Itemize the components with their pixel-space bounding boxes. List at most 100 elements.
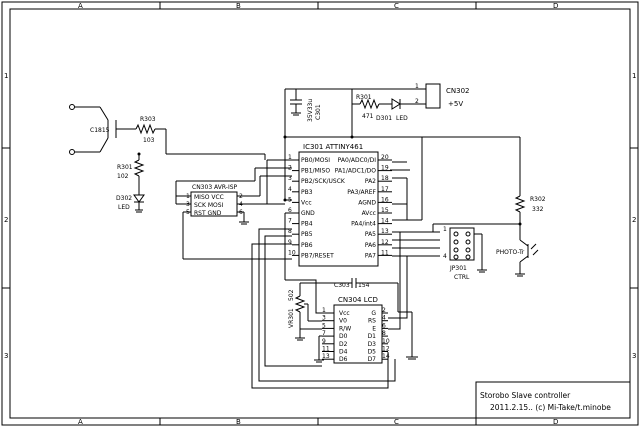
col-label: C	[394, 2, 399, 10]
vr301-ref: VR301	[288, 308, 295, 328]
ic301-right-pin-number: 15	[381, 207, 389, 214]
cn304-left-pin-number: 13	[322, 353, 330, 360]
ic301-left-pin-name: PB3	[301, 189, 313, 196]
col-label: D	[553, 2, 558, 10]
ic301-right-pin-name: AVcc	[362, 210, 376, 217]
phototransistor: PHOTO-Tr	[496, 239, 539, 277]
col-label: B	[236, 418, 241, 426]
c303-value: 154	[358, 282, 370, 289]
r301-left-ref: R301	[117, 164, 133, 171]
ic301-right-pin-name: PA4/int4	[351, 221, 376, 228]
col-label: D	[553, 418, 558, 426]
resistor-r301-top: R301 471	[351, 89, 392, 137]
title-block: Storobo Slave controller 2011.2.15.. (c)…	[475, 381, 631, 419]
ic301-right-pin-number: 11	[381, 249, 389, 256]
cn304-right-pin-name: D5	[368, 349, 377, 356]
d302-type: LED	[118, 204, 130, 211]
row-label: 1	[632, 72, 636, 80]
row-label: 2	[4, 216, 8, 224]
ic301-right-pin-number: 18	[381, 175, 389, 182]
ic301-left-pin-number: 5	[288, 196, 292, 203]
ic301-right-pin-name: PA5	[365, 231, 376, 238]
ic301-left-pin-number: 7	[288, 218, 292, 225]
cn304-left-pin-number: 11	[322, 346, 330, 353]
ic301-right-pin-number: 13	[381, 228, 389, 235]
jp301-sub: CTRL	[454, 274, 470, 281]
ic301-right-pin-name: PA7	[365, 252, 376, 259]
ic301-right-pin-number: 14	[381, 218, 389, 225]
vr301-potentiometer: 502 VR301	[288, 283, 309, 341]
ic301-right-pin-number: 20	[381, 154, 389, 161]
cn302-pin: 2	[415, 98, 419, 105]
cn304-left-pin-name: D4	[339, 349, 348, 356]
capacitor-c301: 35V33u C301	[290, 89, 322, 122]
c301-value: 35V33u	[307, 99, 314, 122]
cn304-left-pin-number: 5	[322, 322, 326, 329]
ic301-right-pin-name: PA0/ADC0/DI	[338, 157, 377, 164]
cn304-left-pin-number: 3	[322, 315, 326, 322]
ic301-left-pin-name: PB7/RESET	[301, 252, 334, 259]
row-label: 3	[632, 352, 636, 360]
title-text: Storobo Slave controller	[480, 391, 571, 400]
connector-cn303: CN303 AVR-ISP MISO VCC SCK MOSI RST GND …	[176, 184, 267, 225]
isp-wiring	[175, 154, 292, 260]
ic301-right-pin-name: PA6	[365, 242, 376, 249]
cn304-left-pin-name: V0	[339, 318, 347, 325]
subtitle-text: 2011.2.15.. (c) Mi-Take/t.minobe	[490, 403, 611, 412]
cn304-right-pin-number: 12	[382, 346, 390, 353]
ic301-right-pin-number: 16	[381, 196, 389, 203]
cn304-right-pin-name: RS	[368, 318, 376, 325]
cn304-left-pin-name: D0	[339, 333, 348, 340]
ic301-left-pin-number: 8	[288, 228, 292, 235]
col-label: B	[236, 2, 241, 10]
ic301-right-pin-number: 19	[381, 165, 389, 172]
resistor-r302: R302 332	[514, 137, 546, 240]
r301-top-value: 471	[362, 113, 374, 120]
ic301-left-pin-number: 6	[288, 207, 292, 214]
cn303-names: SCK MOSI	[194, 202, 224, 209]
ic301-left-pin-number: 2	[288, 165, 292, 172]
cn303-names: RST GND	[194, 210, 222, 217]
row-label: 2	[632, 216, 636, 224]
ic301-right-pins: 20PA0/ADC0/DI19PA1/ADC1/DO18PA217PA3/ARE…	[335, 154, 392, 259]
ic301-left-pin-number: 3	[288, 175, 292, 182]
cn303-title: CN303 AVR-ISP	[192, 184, 238, 191]
ic301-left-pin-name: PB2/SCK/USCK	[301, 178, 346, 185]
resistor-r303: R303 103	[135, 116, 265, 155]
ic301-left-pin-number: 4	[288, 186, 292, 193]
col-label: A	[78, 2, 83, 10]
resistor-r301-left: R301 102	[117, 152, 145, 195]
lcd-bus-wiring	[251, 228, 408, 389]
ic301-right-pin-number: 12	[381, 239, 389, 246]
cn304-right-pin-name: D1	[368, 333, 377, 340]
transistor-c1815: C1815	[69, 104, 136, 155]
c1815-label: C1815	[90, 127, 110, 134]
ic301-title: IC301 ATTINY461	[303, 143, 363, 151]
cn304-right-pin-number: 6	[382, 322, 386, 329]
jp301-pin: 1	[443, 226, 447, 233]
connector-cn302: 1 2 CN302 +5V	[415, 83, 470, 109]
frame-labels: A B C D A B C D 1 2 3 1 2 3	[4, 2, 636, 426]
cn303-names: MISO VCC	[194, 194, 224, 201]
jp301-pin: 4	[443, 253, 447, 260]
row-label: 3	[4, 352, 8, 360]
cn304-right-pin-name: D7	[368, 356, 377, 363]
ic301-right-pin-name: PA1/ADC1/DO	[335, 168, 377, 175]
col-label: A	[78, 418, 83, 426]
cn304-left-pin-number: 9	[322, 338, 326, 345]
c303-ref: C303	[334, 282, 350, 289]
cn304-right-pin-number: 14	[382, 353, 390, 360]
cn304-right-pin-name: G	[371, 310, 376, 317]
cn304-left-pin-name: D2	[339, 341, 348, 348]
ic301-left-pin-name: PB6	[301, 242, 313, 249]
cn304-left-pin-name: R/W	[339, 325, 351, 332]
jumper-jp301: 1 4 JP301 CTRL	[432, 223, 520, 281]
ic301-left-pin-name: PB4	[301, 221, 313, 228]
ic301-left-pin-name: PB5	[301, 231, 313, 238]
